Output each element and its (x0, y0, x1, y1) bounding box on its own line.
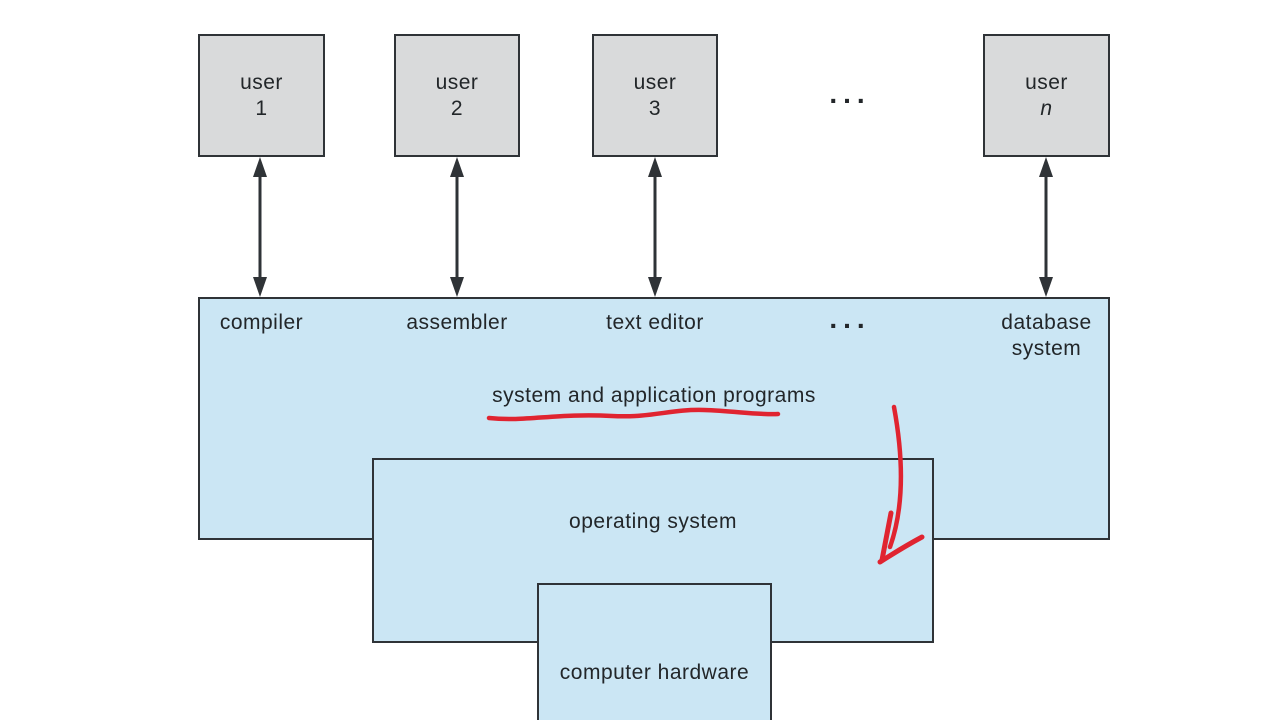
computer-hardware-label: computer hardware (559, 661, 750, 684)
double-arrow-user-1 (253, 157, 267, 297)
double-arrow-user-n (1039, 157, 1053, 297)
user-2-label: user (435, 70, 479, 94)
double-arrow-user-3 (648, 157, 662, 297)
arrowhead-down (1039, 277, 1053, 297)
double-arrow-user-2 (450, 157, 464, 297)
user-2-number: 2 (450, 96, 464, 120)
computer-hardware-box (537, 583, 772, 720)
compiler-label: compiler (219, 311, 304, 334)
arrowhead-down (648, 277, 662, 297)
users-ellipsis: ... (829, 78, 871, 109)
arrowhead-up (253, 157, 267, 177)
user-n-number: n (1040, 96, 1053, 120)
user-n-box: user n (983, 34, 1110, 157)
arrowhead-up (1039, 157, 1053, 177)
arrowhead-down (450, 277, 464, 297)
database-system-label: database system (1001, 311, 1092, 360)
user-n-label: user (1025, 70, 1068, 94)
arrowhead-up (648, 157, 662, 177)
arrowhead-down (253, 277, 267, 297)
programs-ellipsis: ... (829, 303, 871, 334)
user-3-box: user 3 (592, 34, 718, 157)
user-2-box: user 2 (394, 34, 520, 157)
user-1-number: 1 (255, 96, 268, 120)
user-1-label: user (240, 70, 283, 94)
text-editor-label: text editor (606, 311, 704, 334)
user-3-number: 3 (648, 96, 662, 120)
assembler-label: assembler (406, 311, 508, 334)
programs-layer-caption: system and application programs (492, 384, 816, 407)
user-3-label: user (633, 70, 677, 94)
operating-system-label: operating system (569, 510, 737, 533)
user-1-box: user 1 (198, 34, 325, 157)
arrowhead-up (450, 157, 464, 177)
